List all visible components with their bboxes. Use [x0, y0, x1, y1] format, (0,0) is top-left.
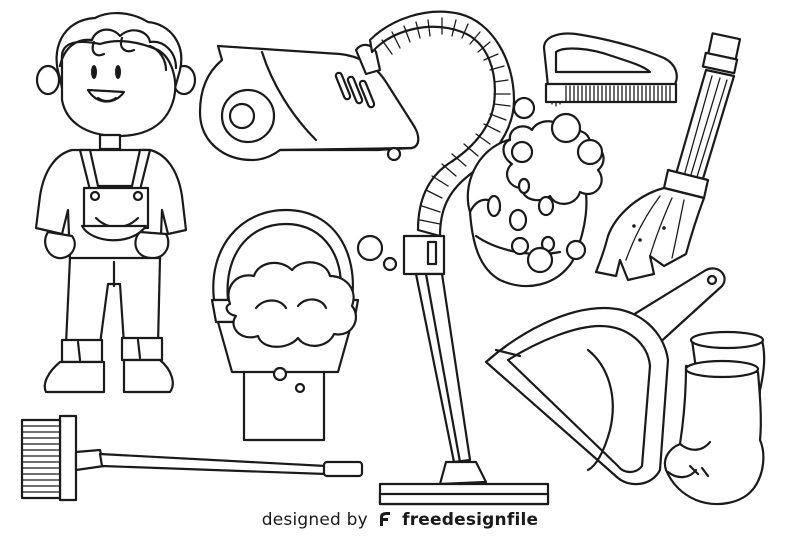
freedesignfile-logo-icon [380, 511, 391, 526]
janitor-boy-figure [34, 12, 197, 394]
bucket-with-suds [210, 208, 360, 442]
broom [594, 32, 742, 282]
dustpan [484, 267, 726, 486]
vacuum-cleaner [198, 43, 420, 162]
vacuum-hose-and-wand [368, 10, 550, 506]
rubber-gloves [663, 330, 766, 506]
push-broom [20, 414, 364, 502]
credit-brand[interactable]: freedesignfile [402, 510, 539, 530]
sponge-with-foam [356, 96, 605, 288]
credit-prefix: designed by [261, 510, 368, 530]
designer-credit: designed by freedesignfile [0, 510, 800, 530]
scrub-brush [542, 32, 678, 107]
